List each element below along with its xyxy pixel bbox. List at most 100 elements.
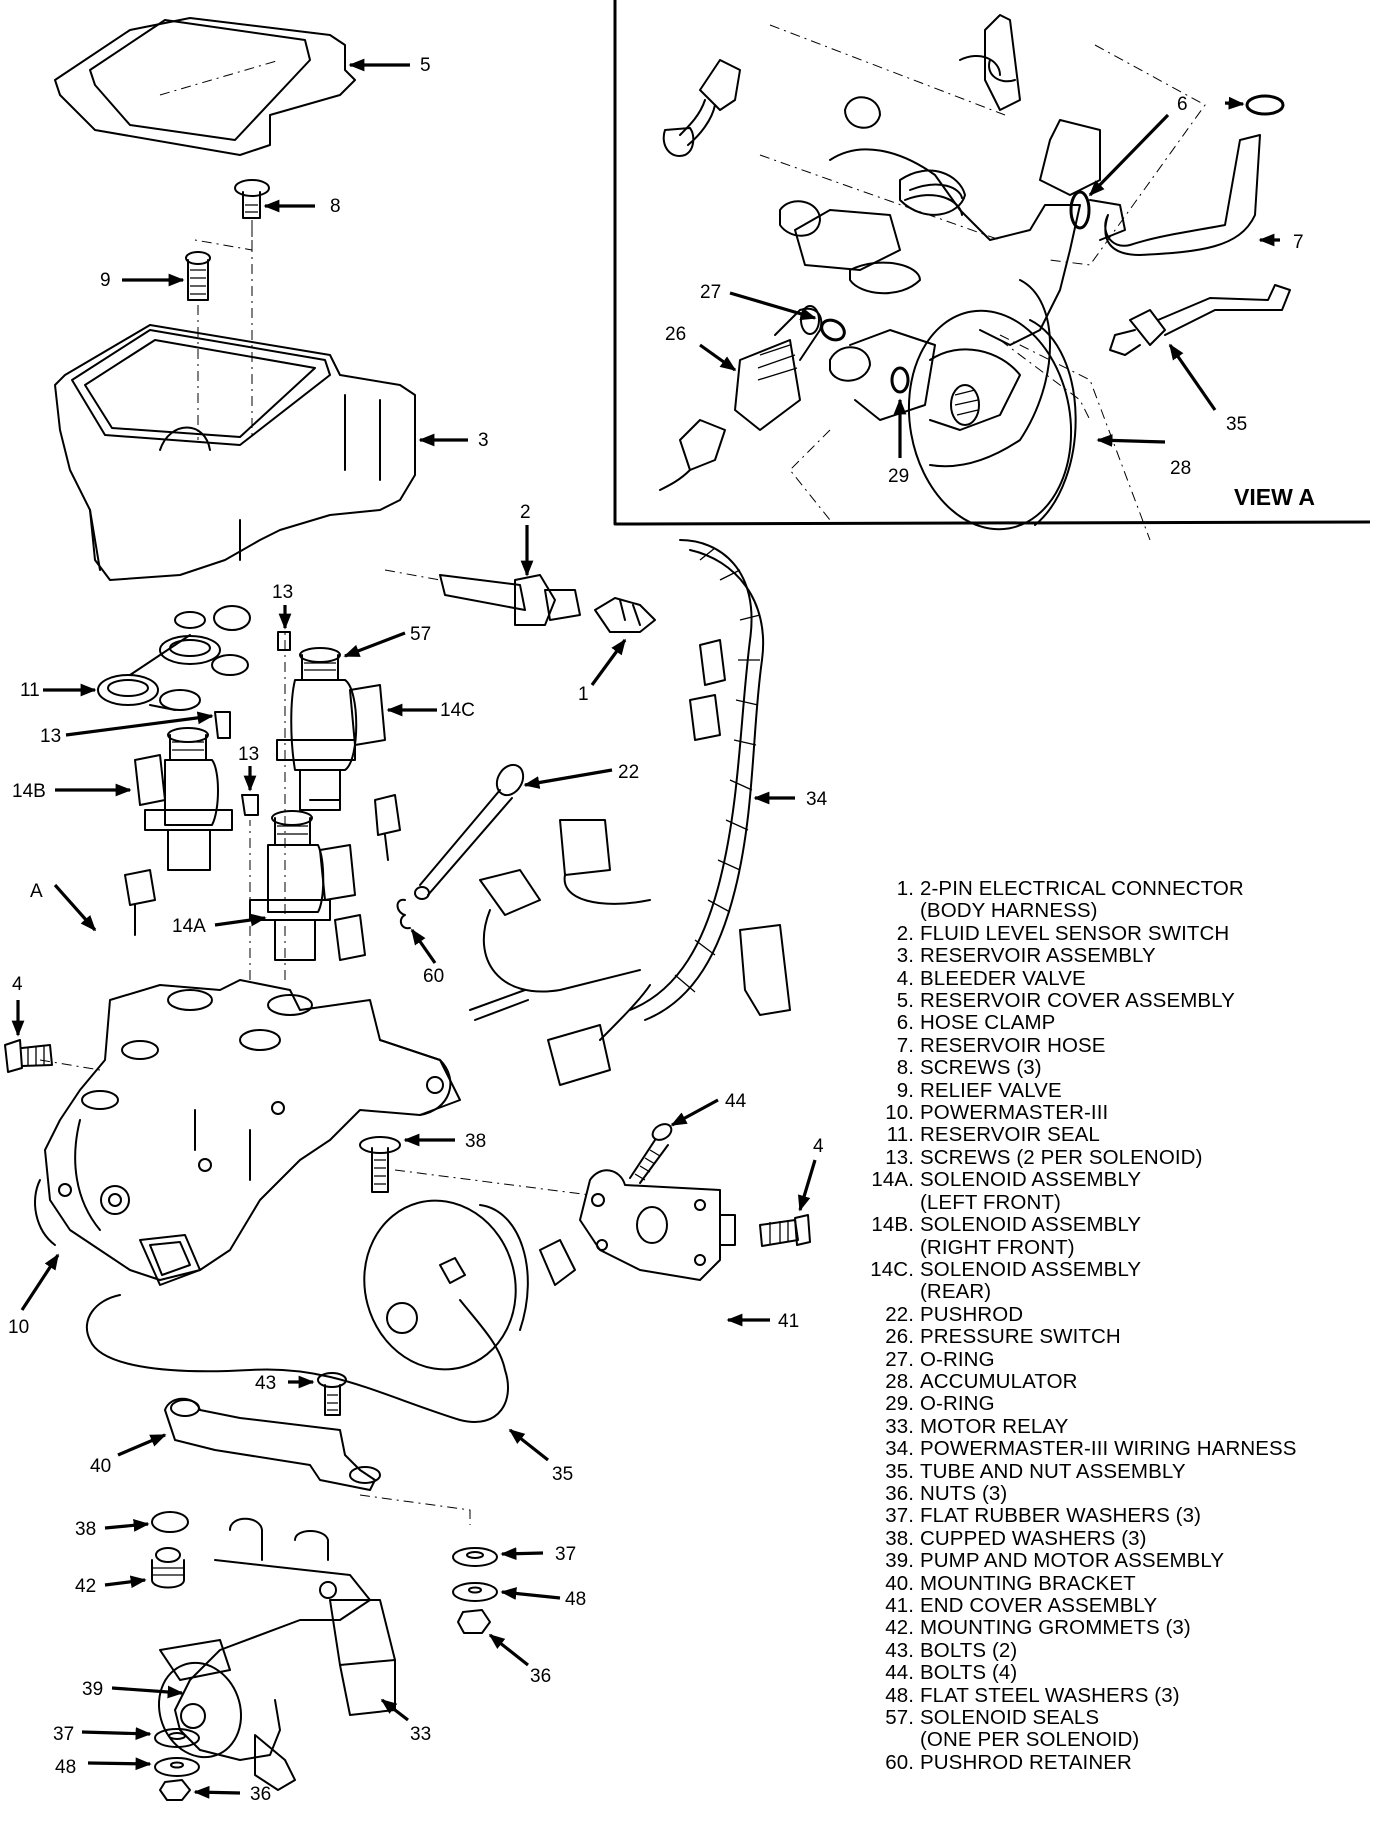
end-cover-assembly <box>539 1169 736 1286</box>
leader-35-view-a <box>1168 343 1217 411</box>
legend-item-label: RESERVOIR SEAL <box>920 1123 1100 1147</box>
leader-44 <box>670 1098 719 1127</box>
legend-item-label: POWERMASTER-III <box>920 1101 1109 1125</box>
accumulator-main <box>363 1199 529 1371</box>
legend-item-continuation: (RIGHT FRONT) <box>920 1235 1075 1259</box>
legend-item: 14A.SOLENOID ASSEMBLY <box>862 1168 1362 1192</box>
legend-item-label: TUBE AND NUT ASSEMBLY <box>920 1459 1186 1483</box>
legend-item: 37.FLAT RUBBER WASHERS (3) <box>862 1504 1362 1527</box>
callout-29: 29 <box>888 466 909 487</box>
legend-item-label: FLUID LEVEL SENSOR SWITCH <box>920 921 1230 945</box>
legend-item-label: PUMP AND MOTOR ASSEMBLY <box>920 1549 1225 1573</box>
leader-37-right <box>500 1547 544 1561</box>
legend-item-number: 38. <box>885 1526 914 1550</box>
view-a-direction-arrow <box>53 883 97 932</box>
legend-item-number: 3. <box>896 944 914 968</box>
legend-item-number: 13. <box>885 1145 914 1169</box>
legend-item-number: 60. <box>885 1750 914 1774</box>
legend-item-number: 10. <box>885 1101 914 1125</box>
callout-28: 28 <box>1170 458 1191 479</box>
callout-41: 41 <box>778 1311 799 1332</box>
solenoid-connector <box>374 794 401 861</box>
legend-item: 41.END COVER ASSEMBLY <box>862 1594 1362 1617</box>
nut-lower <box>159 1779 191 1801</box>
washer-hole <box>170 1761 184 1769</box>
legend-item-number: 26. <box>885 1325 914 1349</box>
view-a-marker: A <box>30 881 43 902</box>
legend-item-number: 1. <box>896 877 914 900</box>
washer-hole <box>168 1732 186 1740</box>
leader-13b <box>65 711 214 737</box>
callout-9: 9 <box>100 270 111 291</box>
legend-item: 9.RELIEF VALVE <box>862 1079 1362 1102</box>
legend-item-number: 40. <box>885 1571 914 1595</box>
legend-item-number: 42. <box>885 1616 914 1640</box>
legend-item-label: RESERVOIR COVER ASSEMBLY <box>920 989 1235 1013</box>
legend-item: 4.BLEEDER VALVE <box>862 966 1362 990</box>
legend-item: 60.PUSHROD RETAINER <box>862 1750 1362 1774</box>
tube-and-nut-main <box>85 1294 509 1423</box>
callout-33: 33 <box>410 1724 431 1745</box>
legend-item-label: SOLENOID ASSEMBLY <box>920 1257 1142 1281</box>
legend-item-label: BOLTS (4) <box>920 1661 1018 1685</box>
cupped-washer-lower <box>151 1511 189 1533</box>
legend-item-label: SOLENOID ASSEMBLY <box>920 1213 1142 1237</box>
callout-44: 44 <box>725 1091 747 1112</box>
leader-36-right <box>488 1633 529 1667</box>
legend-item-label: O-RING <box>920 1392 995 1416</box>
callout-57: 57 <box>410 624 431 645</box>
legend-item-label: BOLTS (2) <box>920 1638 1018 1662</box>
callout-38-lower: 38 <box>75 1519 96 1540</box>
legend-item-label: MOUNTING BRACKET <box>920 1571 1136 1595</box>
legend-item: 28.ACCUMULATOR <box>862 1370 1362 1393</box>
callout-4-left: 4 <box>12 974 23 995</box>
callout-2: 2 <box>520 502 531 523</box>
legend-item: 39.PUMP AND MOTOR ASSEMBLY <box>862 1549 1362 1573</box>
callout-27: 27 <box>700 282 721 303</box>
legend-item-number: 33. <box>885 1414 914 1438</box>
legend-item-number: 41. <box>885 1594 914 1617</box>
legend-item-number: 35. <box>885 1459 914 1483</box>
legend-item-label: MOUNTING GROMMETS (3) <box>920 1616 1191 1640</box>
legend-item: 5.RESERVOIR COVER ASSEMBLY <box>862 989 1362 1013</box>
legend-item: 33.MOTOR RELAY <box>862 1414 1362 1438</box>
leader-48-lower <box>87 1757 152 1771</box>
callout-60: 60 <box>423 966 444 987</box>
legend-item-number: 29. <box>885 1392 914 1416</box>
legend-item-label: PUSHROD RETAINER <box>920 1750 1132 1774</box>
hose-clamp <box>1245 94 1285 116</box>
reservoir-seal <box>97 605 251 711</box>
legend-item-number: 8. <box>896 1056 914 1080</box>
legend-item-label: SOLENOID ASSEMBLY <box>920 1168 1142 1192</box>
pushrod <box>414 763 525 900</box>
legend-item: 40.MOUNTING BRACKET <box>862 1571 1362 1595</box>
legend-item: 3.RESERVOIR ASSEMBLY <box>862 944 1362 968</box>
flat-rubber-washer <box>154 1728 200 1748</box>
callout-22: 22 <box>618 762 639 783</box>
legend-item: 1.2-PIN ELECTRICAL CONNECTOR <box>862 877 1362 900</box>
legend-item: 2.FLUID LEVEL SENSOR SWITCH <box>862 921 1362 945</box>
leader-6b <box>1088 113 1170 197</box>
legend-item-label: PRESSURE SWITCH <box>920 1325 1121 1349</box>
leader-40 <box>117 1433 167 1457</box>
legend-item-label: SCREWS (2 PER SOLENOID) <box>920 1145 1203 1169</box>
leader-33 <box>380 1698 409 1722</box>
leader-35-main <box>508 1428 549 1462</box>
nut-right <box>457 1609 491 1634</box>
o-ring-29 <box>890 366 910 394</box>
legend-item-number: 14B. <box>871 1213 914 1237</box>
cupped-washer-stud <box>359 1136 401 1193</box>
legend-item: 8.SCREWS (3) <box>862 1056 1362 1080</box>
legend-item-label: HOSE CLAMP <box>920 1011 1056 1035</box>
callout-36-lower: 36 <box>250 1784 271 1805</box>
bolt-43 <box>317 1372 347 1416</box>
legend-item-number: 7. <box>896 1033 914 1057</box>
legend-item: 35.TUBE AND NUT ASSEMBLY <box>862 1459 1362 1483</box>
solenoid-assembly-right-front <box>134 727 233 871</box>
leader-10 <box>20 1253 60 1311</box>
callout-14a: 14A <box>172 916 206 937</box>
callout-1: 1 <box>578 684 589 705</box>
legend-item: 57.SOLENOID SEALS <box>862 1706 1362 1729</box>
legend-item-number: 4. <box>896 966 914 990</box>
